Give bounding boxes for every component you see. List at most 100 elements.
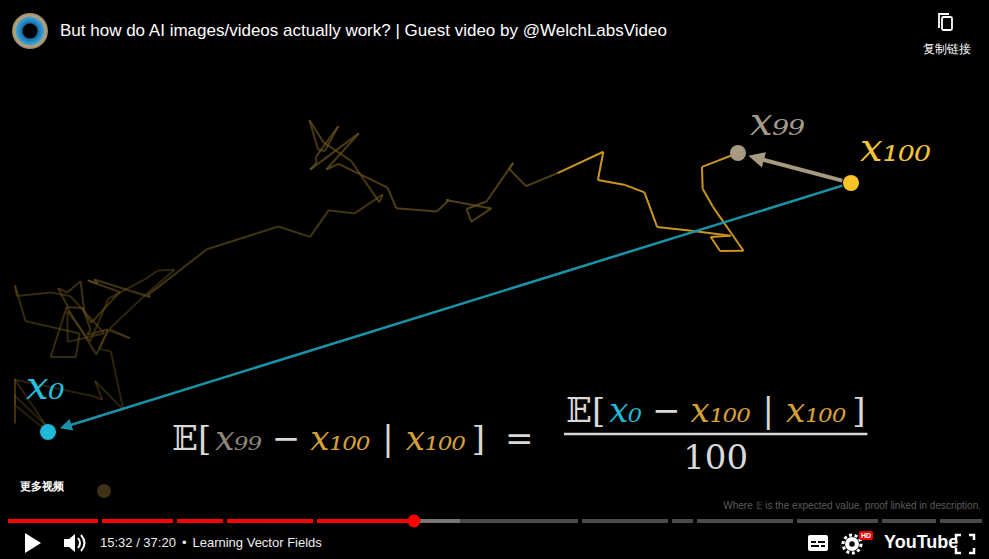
walk-step — [111, 351, 124, 410]
walk-step — [68, 306, 83, 309]
walk-step — [146, 271, 158, 279]
expectation-open: 𝔼[ — [172, 418, 211, 458]
walk-step — [509, 163, 513, 169]
walk-step — [14, 379, 16, 407]
math-symbol: x₀ — [609, 390, 642, 430]
point-label: x₀ — [26, 362, 65, 408]
walk-step — [558, 152, 604, 173]
walk-step — [598, 152, 603, 180]
math-symbol: x₉₉ — [215, 418, 261, 458]
progress-played — [317, 519, 414, 523]
walk-step — [316, 126, 339, 157]
subtitles-line — [821, 545, 825, 547]
subtitles-line — [818, 541, 825, 543]
equation-numerator: 𝔼[x₀−x₁₀₀|x₁₀₀] — [566, 390, 865, 430]
fullscreen-icon — [956, 535, 974, 553]
walk-step — [396, 208, 436, 211]
progress-buffered — [414, 519, 460, 523]
subtitles-icon — [808, 535, 828, 551]
math-operator: = — [505, 418, 534, 458]
walk-step — [701, 167, 704, 189]
subtitles-line — [811, 545, 819, 547]
walk-step — [51, 307, 67, 357]
speaker — [64, 534, 75, 552]
more-videos: 更多视频 — [20, 479, 64, 494]
walk-step — [309, 120, 318, 149]
progress-rest — [460, 519, 578, 523]
subtitles-line — [811, 541, 816, 543]
walk-step — [471, 208, 491, 221]
point-x100: x₁₀₀ — [843, 175, 859, 191]
walk-step — [26, 321, 80, 333]
progress-played — [102, 519, 173, 523]
progress-rest — [697, 519, 793, 523]
walk-step — [96, 330, 108, 355]
walk-step — [379, 195, 382, 203]
walk-step — [51, 356, 76, 358]
point-x0: x₀ — [40, 424, 56, 440]
walk-step — [207, 227, 278, 250]
walk-step — [109, 298, 142, 329]
youtube-logo: YouTube — [884, 532, 958, 553]
copy-link-label: 复制链接 — [923, 41, 971, 58]
walk-step — [58, 288, 68, 307]
separator-dot: • — [182, 535, 187, 550]
walk-step — [158, 269, 174, 272]
walk-step — [14, 406, 16, 423]
sound-wave — [78, 538, 80, 548]
walk-step — [466, 201, 486, 209]
walk-step — [310, 210, 329, 237]
math-operator: − — [652, 390, 681, 430]
walk-step — [711, 237, 720, 251]
math-symbol: x₁₀₀ — [786, 390, 846, 430]
progress-rest — [672, 519, 693, 523]
time-display: 15:32 / 37:20•Learning Vector Fields — [100, 535, 322, 550]
footnote-text: Where 𝔼 is the expected value, proof lin… — [723, 500, 981, 511]
walk-step — [486, 163, 513, 202]
walk-step — [720, 250, 743, 252]
progress-rest — [940, 519, 982, 523]
walk-step — [657, 227, 691, 231]
dot — [730, 145, 746, 161]
corner — [969, 535, 974, 540]
copy-icon-front — [942, 17, 952, 30]
progress-rest — [797, 519, 878, 523]
progress-played — [227, 519, 313, 523]
math-symbol: x₁₀₀ — [406, 418, 466, 458]
math-operator: | — [382, 418, 393, 458]
progress-bar — [8, 515, 982, 528]
footnote: Where 𝔼 is the expected value, proof lin… — [723, 500, 981, 511]
youtube-wordmark: YouTube — [884, 532, 958, 553]
equation-denominator: 100 — [683, 437, 748, 477]
walk-step — [15, 285, 26, 321]
walk-step — [17, 293, 51, 296]
hd-badge: HD — [859, 531, 873, 540]
math-symbol: x₁₀₀ — [310, 418, 370, 458]
walk-step — [713, 207, 744, 251]
gear-body — [845, 537, 859, 551]
origin-arrow — [70, 186, 842, 426]
walk-step — [14, 382, 16, 396]
random-walk — [15, 120, 743, 432]
walk-step — [109, 329, 130, 338]
walk-step — [87, 330, 90, 335]
walk-step — [81, 281, 85, 312]
fraction-bar — [564, 433, 867, 436]
play-icon — [25, 533, 41, 553]
walk-step — [94, 279, 150, 297]
walk-step — [711, 236, 731, 237]
subtitles-frame — [808, 535, 828, 551]
walk-step — [310, 133, 359, 169]
walk-step — [87, 330, 108, 335]
hd-label: HD — [859, 531, 873, 540]
chapter-title: Learning Vector Fields — [192, 535, 321, 550]
math-operator: | — [763, 390, 774, 430]
walk-step — [91, 292, 119, 323]
math-symbol: x₁₀₀ — [691, 390, 751, 430]
walk-step — [526, 173, 558, 186]
corner — [969, 548, 974, 553]
walk-step — [326, 133, 358, 169]
walk-step — [99, 349, 110, 351]
